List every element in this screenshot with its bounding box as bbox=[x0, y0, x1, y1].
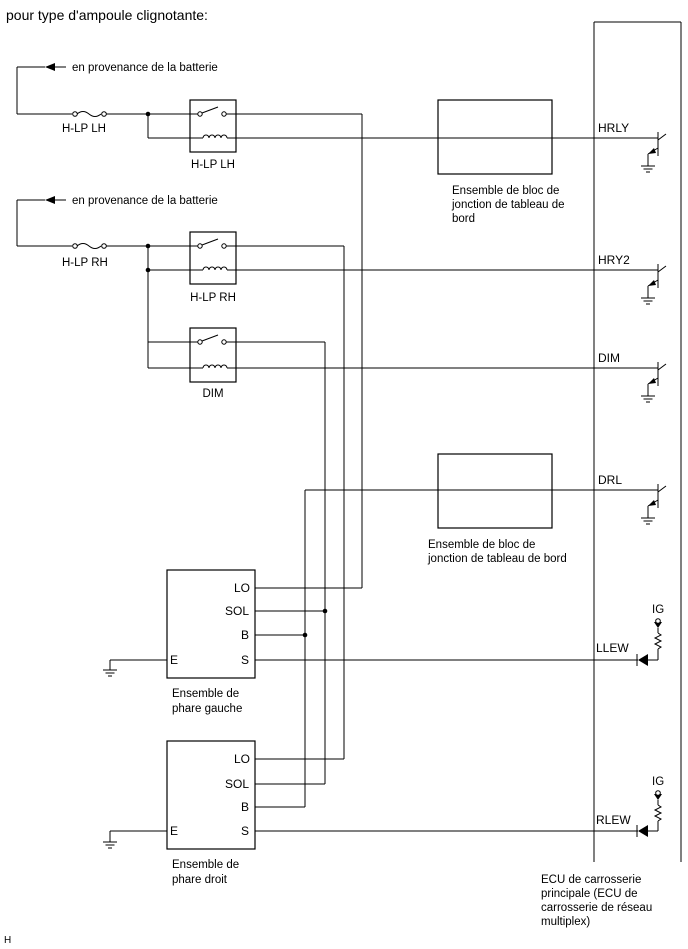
relay-dim: DIM bbox=[189, 327, 237, 400]
ecu-signal-hry2: HRY2 bbox=[598, 253, 630, 267]
junction-block-lower: Ensemble de bloc de jonction de tableau … bbox=[427, 453, 567, 565]
ecu-signal-dim: DIM bbox=[598, 351, 620, 365]
fuse-icon bbox=[76, 243, 102, 249]
ecu-signal-rlew: RLEW bbox=[596, 813, 631, 827]
battery-feed-rh: en provenance de la batterie H-LP RH bbox=[16, 195, 218, 369]
body-ecu-outline bbox=[593, 21, 682, 862]
ig-label-right: IG bbox=[652, 776, 664, 788]
pin-lo-right: LO bbox=[234, 752, 250, 766]
ecu-control-lines bbox=[148, 137, 658, 491]
pin-b-right: B bbox=[241, 800, 249, 814]
relay-coil-icon bbox=[202, 364, 228, 369]
transistor-icon bbox=[641, 132, 667, 173]
pin-e-left: E bbox=[170, 653, 178, 667]
transistor-icon bbox=[641, 264, 667, 305]
headlight-assembly-right: LO SOL B S E Ensemble de phare droit bbox=[166, 740, 256, 886]
junction-block-lower-label-1: Ensemble de bloc de bbox=[428, 539, 535, 551]
ecu-signal-llew: LLEW bbox=[596, 641, 629, 655]
battery-label-lh: en provenance de la batterie bbox=[72, 62, 218, 74]
ground-icon bbox=[103, 830, 167, 849]
pin-sol-right: SOL bbox=[225, 777, 249, 791]
pin-lo-left: LO bbox=[234, 581, 250, 595]
relay-output-wires bbox=[236, 113, 363, 808]
battery-label-rh: en provenance de la batterie bbox=[72, 195, 218, 207]
junction-block-upper-label-1: Ensemble de bloc de bbox=[452, 185, 559, 197]
fuse-label-rh: H-LP RH bbox=[62, 257, 108, 269]
ecu-name-4: multiplex) bbox=[541, 916, 590, 928]
diode-icon bbox=[638, 825, 648, 837]
diode-icon bbox=[638, 654, 648, 666]
resistor-icon bbox=[653, 632, 663, 650]
transistor-icon bbox=[641, 484, 667, 525]
junction-block-upper: Ensemble de bloc de jonction de tableau … bbox=[437, 99, 565, 225]
headlight-left-name-2: phare gauche bbox=[172, 703, 242, 715]
diagram-title: pour type d'ampoule clignotante: bbox=[6, 7, 208, 23]
relay-coil-icon bbox=[202, 266, 228, 271]
pin-s-left: S bbox=[241, 653, 249, 667]
relay-hlp-lh: H-LP LH bbox=[189, 99, 237, 171]
fuse-label-lh: H-LP LH bbox=[62, 123, 106, 135]
arrow-left-icon bbox=[45, 63, 55, 71]
relay-label-lh: H-LP LH bbox=[191, 159, 235, 171]
fuse-icon bbox=[76, 111, 102, 117]
relay-label-dim: DIM bbox=[202, 388, 223, 400]
footer-mark: H bbox=[4, 935, 11, 946]
headlight-right-name-1: Ensemble de bbox=[172, 859, 239, 871]
relay-hlp-rh: H-LP RH bbox=[189, 231, 237, 304]
pin-sol-left: SOL bbox=[225, 604, 249, 618]
resistor-icon bbox=[653, 804, 663, 822]
pin-e-right: E bbox=[170, 824, 178, 838]
ecu-name-3: carrosserie de réseau bbox=[541, 902, 652, 914]
llew-input-circuit: IG bbox=[255, 604, 664, 666]
junction-block-lower-label-2: jonction de tableau de bord bbox=[427, 553, 567, 565]
pin-s-right: S bbox=[241, 824, 249, 838]
transistor-icon bbox=[641, 362, 667, 403]
headlight-right-name-2: phare droit bbox=[172, 874, 228, 886]
ecu-signal-drl: DRL bbox=[598, 473, 622, 487]
ecu-name-2: principale (ECU de bbox=[541, 888, 638, 900]
ecu-name-1: ECU de carrosserie bbox=[541, 874, 641, 886]
relay-coil-icon bbox=[202, 134, 228, 139]
ig-label-left: IG bbox=[652, 604, 664, 616]
ground-icon bbox=[103, 659, 167, 677]
headlight-left-name-1: Ensemble de bbox=[172, 688, 239, 700]
battery-feed-lh: en provenance de la batterie H-LP LH bbox=[16, 62, 218, 139]
junction-block-upper-label-2: jonction de tableau de bbox=[451, 199, 565, 211]
rlew-input-circuit: IG bbox=[255, 776, 664, 837]
ecu-signal-hrly: HRLY bbox=[598, 121, 629, 135]
relay-label-rh: H-LP RH bbox=[190, 292, 236, 304]
junction-block-upper-label-3: bord bbox=[452, 213, 475, 225]
arrow-left-icon bbox=[45, 196, 55, 204]
headlight-assembly-left: LO SOL B S E Ensemble de phare gauche bbox=[166, 569, 256, 715]
pin-b-left: B bbox=[241, 628, 249, 642]
